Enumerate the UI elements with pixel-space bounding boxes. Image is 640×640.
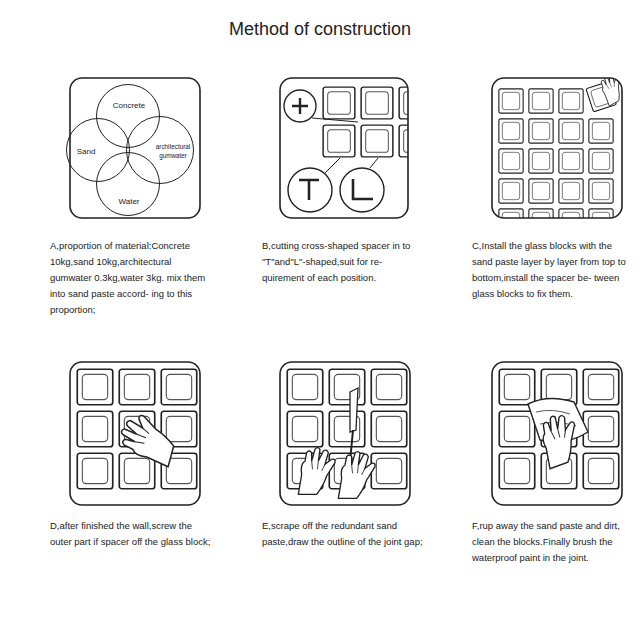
block-laying-illustration-part <box>595 78 622 106</box>
spacer-cutting-illustration-part <box>370 158 378 168</box>
block-laying-illustration-part <box>499 149 523 173</box>
block-laying-illustration-part <box>529 179 553 203</box>
block-laying-illustration-part <box>589 149 613 173</box>
block-laying-illustration-part <box>559 119 583 143</box>
spacer-removal-illustration-part <box>77 411 112 446</box>
panel-frame <box>492 362 622 505</box>
material-name: architectural gumwater <box>150 142 196 160</box>
block-laying-illustration-part <box>529 89 553 113</box>
step-caption: C,Install the glass blocks with the sand… <box>472 238 632 302</box>
step-caption: A,proportion of material:Concrete 10kg,s… <box>50 238 212 318</box>
joint-scraping-illustration-part <box>298 448 335 495</box>
spacer-cutting-illustration-part <box>292 98 308 114</box>
block-laying-illustration <box>499 78 622 218</box>
block-laying-illustration-part <box>529 119 553 143</box>
block-cleaning-illustration-part <box>499 369 534 404</box>
joint-scraping-illustration-part <box>329 411 364 446</box>
block-laying-illustration-part <box>529 209 553 218</box>
spacer-removal-illustration-part <box>77 453 112 488</box>
block-laying-illustration-part <box>529 149 553 173</box>
joint-scraping-illustration <box>287 369 406 498</box>
spacer-removal-illustration-part <box>77 369 112 404</box>
spacer-cutting-illustration-part <box>284 90 316 122</box>
panel-frame <box>280 362 410 505</box>
joint-scraping-illustration-part <box>371 369 406 404</box>
spacer-cutting-illustration-part <box>288 168 332 212</box>
material-circle: Concrete <box>96 84 160 148</box>
block-cleaning-illustration-part <box>583 411 618 446</box>
block-cleaning-illustration-part <box>499 411 534 446</box>
spacer-removal-illustration-part <box>119 369 154 404</box>
block-laying-illustration-part <box>499 89 523 113</box>
material-name: Water <box>118 197 139 206</box>
spacer-removal-illustration-part <box>161 369 196 404</box>
spacer-removal-illustration <box>77 369 196 488</box>
step-caption: E,scrape off the redundant sand paste,dr… <box>262 518 424 550</box>
block-laying-illustration-part <box>499 209 523 218</box>
block-cleaning-illustration-part <box>583 453 618 488</box>
block-cleaning-illustration-part <box>583 369 618 404</box>
spacer-cutting-illustration-part <box>399 125 408 157</box>
step-caption: B,cutting cross-shaped spacer in to "T"a… <box>262 238 424 286</box>
joint-scraping-illustration-part <box>350 388 358 432</box>
block-laying-illustration-part <box>499 179 523 203</box>
material-name: Concrete <box>113 101 145 110</box>
block-laying-illustration-part <box>559 149 583 173</box>
panel-frame <box>492 78 622 218</box>
spacer-cutting-illustration-part <box>399 87 408 119</box>
joint-scraping-illustration-part <box>329 369 364 404</box>
spacer-cutting-illustration-part <box>323 87 355 119</box>
spacer-cutting-illustration-part <box>361 87 393 119</box>
step-caption: F,rup away the sand paste and dirt, clea… <box>472 518 632 566</box>
material-name: Sand <box>77 147 96 156</box>
block-laying-illustration-part <box>499 119 523 143</box>
spacer-cutting-illustration <box>284 87 408 212</box>
spacer-cutting-illustration-part <box>323 125 355 157</box>
block-laying-illustration-part <box>559 179 583 203</box>
block-cleaning-illustration-part <box>533 410 586 469</box>
step-caption: D,after finished the wall,screw the oute… <box>50 518 212 550</box>
spacer-cutting-illustration-part <box>340 168 384 212</box>
joint-scraping-illustration-part <box>287 369 322 404</box>
block-laying-illustration-part <box>589 179 613 203</box>
panel-frame <box>70 362 200 505</box>
material-circle: Sand <box>66 118 130 182</box>
block-cleaning-illustration <box>499 369 618 488</box>
panel-frame <box>70 78 200 218</box>
block-laying-illustration-part <box>589 119 613 143</box>
material-circle: Water <box>96 152 160 216</box>
block-laying-illustration-part <box>559 209 583 218</box>
joint-scraping-illustration-part <box>371 411 406 446</box>
block-cleaning-illustration-part <box>499 453 534 488</box>
joint-scraping-illustration-part <box>371 453 406 488</box>
spacer-cutting-illustration-part <box>353 179 373 199</box>
block-laying-illustration-part <box>589 209 613 218</box>
joint-scraping-illustration-part <box>338 452 375 499</box>
diagram-title: Method of construction <box>0 19 640 40</box>
material-circle: architectural gumwater <box>126 116 194 184</box>
joint-scraping-illustration-part <box>287 411 322 446</box>
spacer-cutting-illustration-part <box>312 118 358 122</box>
spacer-cutting-illustration-part <box>361 125 393 157</box>
block-laying-illustration-part <box>559 89 583 113</box>
panel-frame <box>280 78 408 218</box>
spacer-removal-illustration-part <box>116 411 179 466</box>
spacer-cutting-illustration-part <box>299 180 319 200</box>
